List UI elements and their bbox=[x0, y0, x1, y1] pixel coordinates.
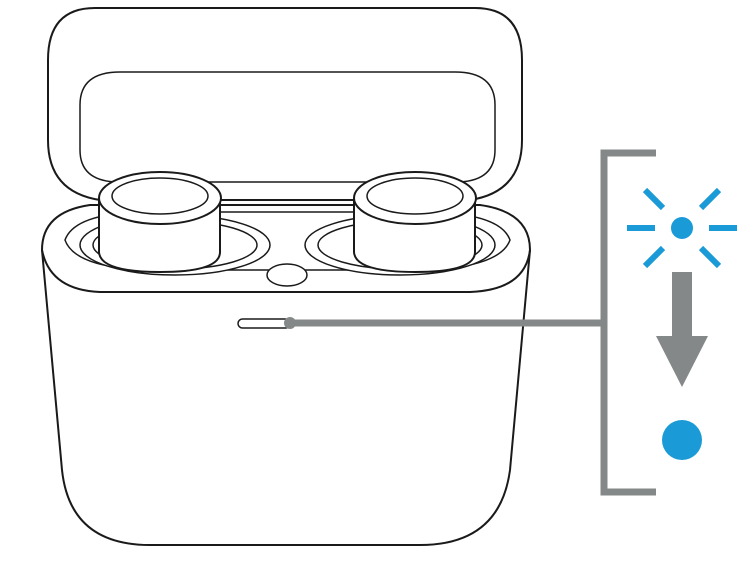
down-arrow-icon bbox=[656, 272, 708, 387]
callout-dot bbox=[284, 317, 296, 329]
case-button bbox=[266, 263, 308, 287]
left-earbud bbox=[79, 171, 271, 276]
right-earbud bbox=[304, 171, 496, 276]
solid-light-icon bbox=[662, 420, 702, 460]
case-lid bbox=[47, 7, 523, 201]
callout bbox=[284, 149, 656, 496]
callout-bracket bbox=[600, 149, 656, 496]
status-led-slot bbox=[237, 318, 291, 329]
blinking-light-icon bbox=[627, 187, 737, 269]
